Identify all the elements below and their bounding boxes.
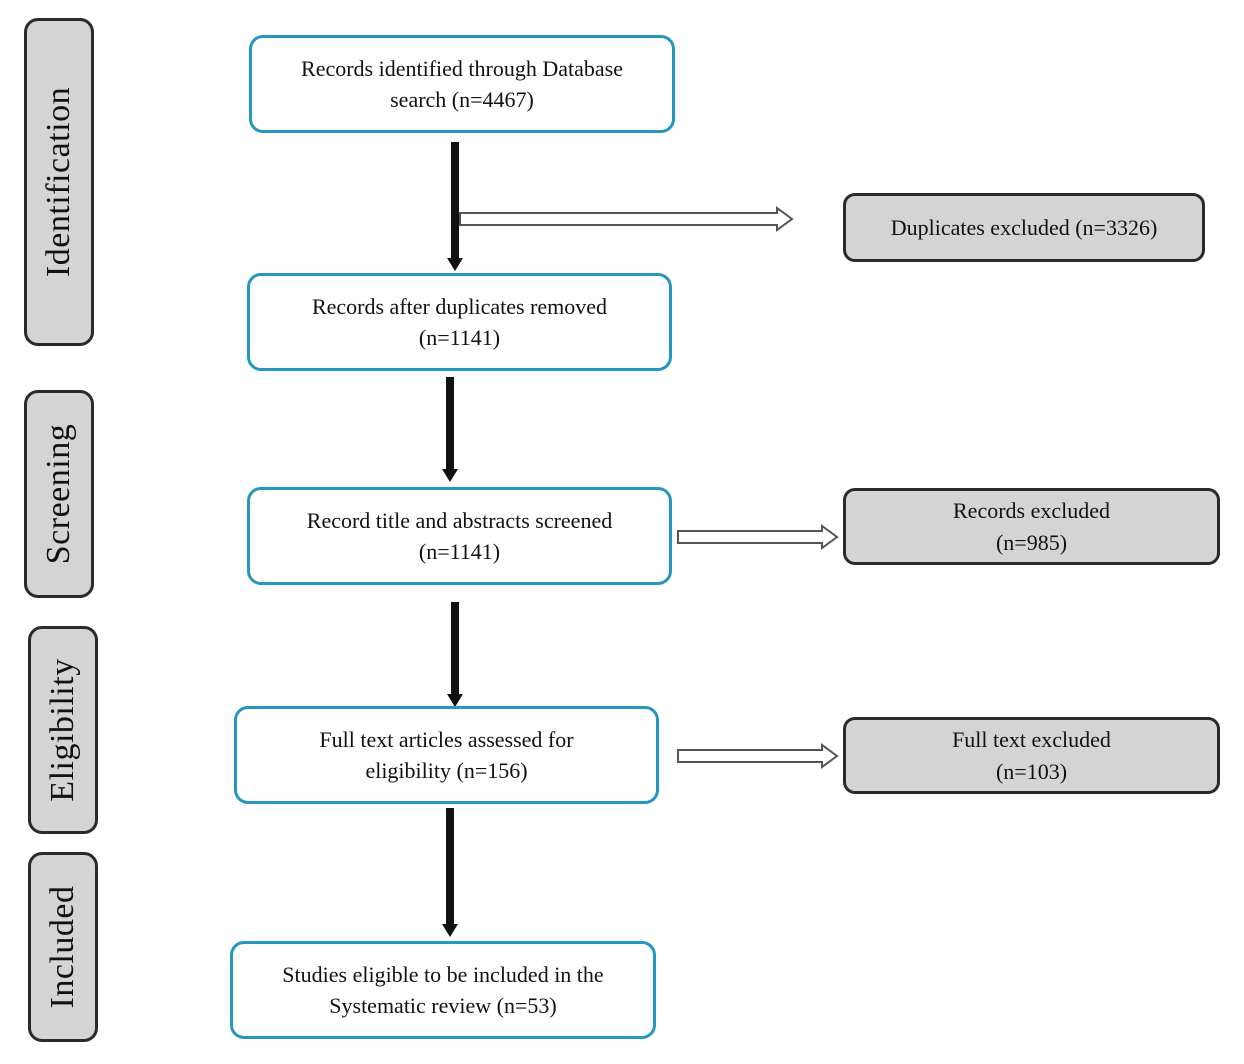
box-records-identified-line1: Records identified through Database <box>301 56 623 81</box>
box-duplicates-excluded-line1: Duplicates excluded (n=3326) <box>890 214 1158 240</box>
arrow-down-4 <box>442 808 458 937</box>
box-full-text-excluded-line2: (n=103) <box>995 758 1068 784</box>
box-studies-included-line2: Systematic review (n=53) <box>329 993 557 1018</box>
box-full-text-excluded-line1: Full text excluded <box>952 726 1111 752</box>
arrow-right-records <box>677 524 839 550</box>
arrow-down-1 <box>447 142 463 271</box>
box-records-identified-line2: search (n=4467) <box>390 87 534 112</box>
box-after-duplicates-line2: (n=1141) <box>418 325 501 350</box>
phase-eligibility: Eligibility <box>28 626 98 834</box>
box-screened-line2: (n=1141) <box>418 539 501 564</box>
box-full-text-excluded: Full text excluded (n=103) <box>843 717 1220 794</box>
box-screened: Record title and abstracts screened (n=1… <box>247 487 672 585</box>
box-records-identified: Records identified through Database sear… <box>249 35 675 133</box>
box-full-text-assessed: Full text articles assessed for eligibil… <box>234 706 659 804</box>
box-after-duplicates: Records after duplicates removed (n=1141… <box>247 273 672 371</box>
phase-screening: Screening <box>24 390 94 598</box>
box-records-excluded-line1: Records excluded <box>953 497 1110 523</box>
phase-included: Included <box>28 852 98 1042</box>
box-after-duplicates-line1: Records after duplicates removed <box>311 294 608 319</box>
box-records-excluded-line2: (n=985) <box>995 529 1068 555</box>
box-records-excluded: Records excluded (n=985) <box>843 488 1220 565</box>
arrow-down-3 <box>447 602 463 707</box>
box-full-text-assessed-line1: Full text articles assessed for <box>319 727 574 752</box>
arrow-down-2 <box>442 377 458 482</box>
phase-identification: Identification <box>24 18 94 346</box>
box-duplicates-excluded: Duplicates excluded (n=3326) <box>843 193 1205 262</box>
box-studies-included: Studies eligible to be included in the S… <box>230 941 656 1039</box>
arrow-right-duplicates <box>459 206 794 232</box>
arrow-right-fulltext <box>677 743 839 769</box>
box-full-text-assessed-line2: eligibility (n=156) <box>365 758 528 783</box>
box-studies-included-line1: Studies eligible to be included in the <box>282 962 604 987</box>
box-screened-line1: Record title and abstracts screened <box>306 508 613 533</box>
